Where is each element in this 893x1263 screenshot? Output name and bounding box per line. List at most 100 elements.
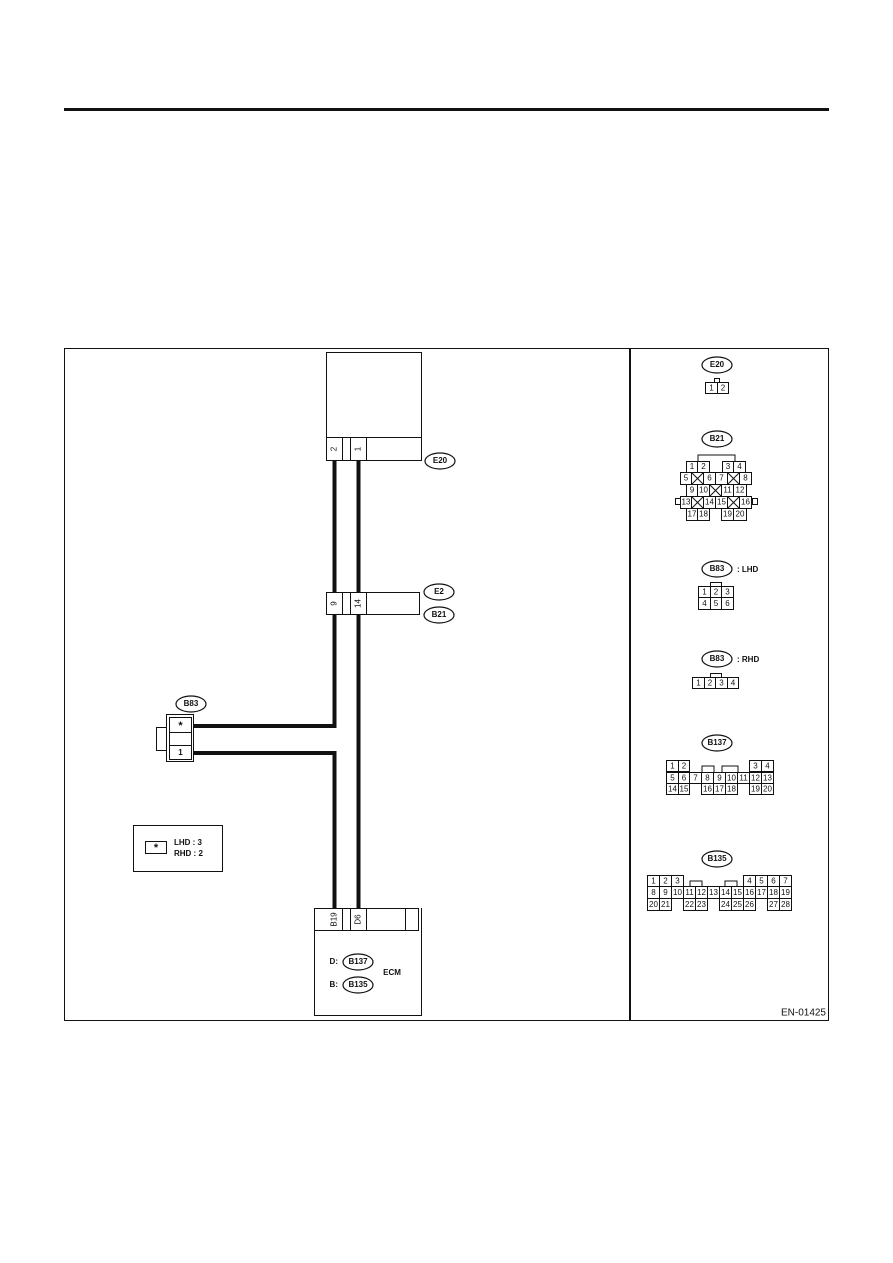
b83-lhd-face-pins: 1 2 3 4 5 6	[702, 588, 730, 609]
svg-text:B83: B83	[184, 699, 199, 708]
svg-text:B83: B83	[710, 654, 725, 663]
svg-text:14: 14	[721, 888, 730, 897]
figure-id: EN-01425	[781, 1008, 826, 1019]
svg-text:3: 3	[725, 588, 730, 597]
svg-text:4: 4	[731, 679, 736, 688]
svg-text:B21: B21	[432, 610, 447, 619]
svg-text:18: 18	[699, 510, 708, 519]
ecm-b-tag: B135	[348, 980, 368, 989]
b21-face-pins: 1 2 3 4 5 6 7 8 9 10 11 12 13 14 15 16 1…	[682, 462, 751, 519]
svg-text:6: 6	[725, 599, 730, 608]
note-lhd: LHD : 3	[174, 838, 203, 847]
svg-text:B137: B137	[707, 738, 727, 747]
b135-face	[647, 875, 792, 911]
b83-lhd-face	[698, 582, 734, 610]
b21-tag: B21	[423, 606, 455, 624]
e20-face-tag: E20	[701, 356, 733, 374]
svg-text:9: 9	[690, 486, 695, 495]
svg-text:4: 4	[747, 877, 752, 886]
wire-b21-9-to-b83	[193, 614, 337, 728]
svg-text:5: 5	[714, 599, 719, 608]
svg-text:4: 4	[765, 762, 770, 771]
svg-text:10: 10	[727, 774, 736, 783]
svg-text:17: 17	[715, 785, 724, 794]
svg-text:12: 12	[751, 774, 760, 783]
svg-text:1: 1	[696, 679, 701, 688]
svg-text:4: 4	[702, 599, 707, 608]
svg-text:19: 19	[723, 510, 732, 519]
pin-note-box: * LHD : 3 RHD : 2	[133, 825, 223, 872]
b83-rhd-face-pins: 1 2 3 4	[696, 679, 736, 688]
svg-text:6: 6	[682, 774, 687, 783]
svg-text:12: 12	[697, 888, 706, 897]
b83-rhd-suffix: : RHD	[737, 655, 759, 664]
svg-text:17: 17	[688, 510, 697, 519]
e20-pin-2: 2	[330, 446, 339, 451]
svg-text:2: 2	[708, 679, 713, 688]
e2-tag: E2	[423, 583, 455, 601]
svg-text:25: 25	[733, 900, 742, 909]
svg-text:10: 10	[699, 486, 708, 495]
b83-connector: * 1	[156, 714, 194, 762]
ecm-b-prefix: B:	[330, 980, 338, 989]
svg-text:15: 15	[733, 888, 742, 897]
svg-text:15: 15	[717, 498, 726, 507]
e20-face: 1 2	[705, 378, 729, 394]
svg-text:18: 18	[727, 785, 736, 794]
svg-text:1: 1	[670, 762, 675, 771]
ecm-pin-b19: B19	[330, 912, 339, 927]
e20-component: 2 1	[326, 352, 422, 461]
svg-text:2: 2	[714, 588, 719, 597]
ecm-d-prefix: D:	[330, 957, 338, 966]
b21-pin-14: 14	[354, 599, 363, 608]
wiring	[193, 460, 361, 908]
b135-face-tag: B135	[701, 850, 733, 868]
b137-face-tag: B137	[701, 734, 733, 752]
svg-text:11: 11	[739, 774, 748, 783]
svg-text:13: 13	[682, 498, 691, 507]
b137-face	[666, 760, 774, 795]
note-star: *	[154, 842, 159, 854]
svg-text:20: 20	[649, 900, 658, 909]
ecm-label: ECM	[383, 968, 401, 977]
header-rule	[64, 108, 829, 111]
svg-text:2: 2	[721, 384, 726, 393]
svg-text:B135: B135	[707, 854, 727, 863]
svg-text:20: 20	[736, 510, 745, 519]
svg-text:1: 1	[651, 877, 656, 886]
svg-text:13: 13	[763, 774, 772, 783]
wire-b83-1-to-ecm-b19	[193, 751, 337, 908]
svg-text:7: 7	[719, 474, 724, 483]
b21-face	[675, 454, 758, 521]
note-rhd: RHD : 2	[174, 849, 203, 858]
svg-text:16: 16	[745, 888, 754, 897]
svg-text:8: 8	[705, 774, 710, 783]
svg-text:22: 22	[685, 900, 694, 909]
svg-text:24: 24	[721, 900, 730, 909]
svg-text:2: 2	[682, 762, 687, 771]
svg-text:2: 2	[663, 877, 668, 886]
svg-text:9: 9	[663, 888, 668, 897]
svg-text:1: 1	[709, 384, 714, 393]
svg-text:3: 3	[675, 877, 680, 886]
svg-text:21: 21	[661, 900, 670, 909]
b83-tag: B83	[175, 695, 207, 713]
svg-text:9: 9	[717, 774, 722, 783]
svg-text:13: 13	[709, 888, 718, 897]
ecm-unit: B19 D6 D: B137 B: B135 ECM	[314, 908, 422, 1016]
svg-text:5: 5	[759, 877, 764, 886]
svg-text:7: 7	[783, 877, 788, 886]
svg-text:26: 26	[745, 900, 754, 909]
svg-text:8: 8	[651, 888, 656, 897]
svg-text:2: 2	[701, 462, 706, 471]
svg-text:10: 10	[673, 888, 682, 897]
svg-text:14: 14	[705, 498, 714, 507]
svg-text:11: 11	[723, 486, 732, 495]
svg-text:17: 17	[757, 888, 766, 897]
b21-pin-9: 9	[330, 601, 339, 606]
svg-text:3: 3	[753, 762, 758, 771]
b137-face-pins: 1 2 3 4 5 6 7 8 9 10 11 12 13 14 15 16 1…	[668, 762, 772, 794]
svg-text:18: 18	[769, 888, 778, 897]
b21-joint-connector: 9 14	[326, 592, 420, 615]
